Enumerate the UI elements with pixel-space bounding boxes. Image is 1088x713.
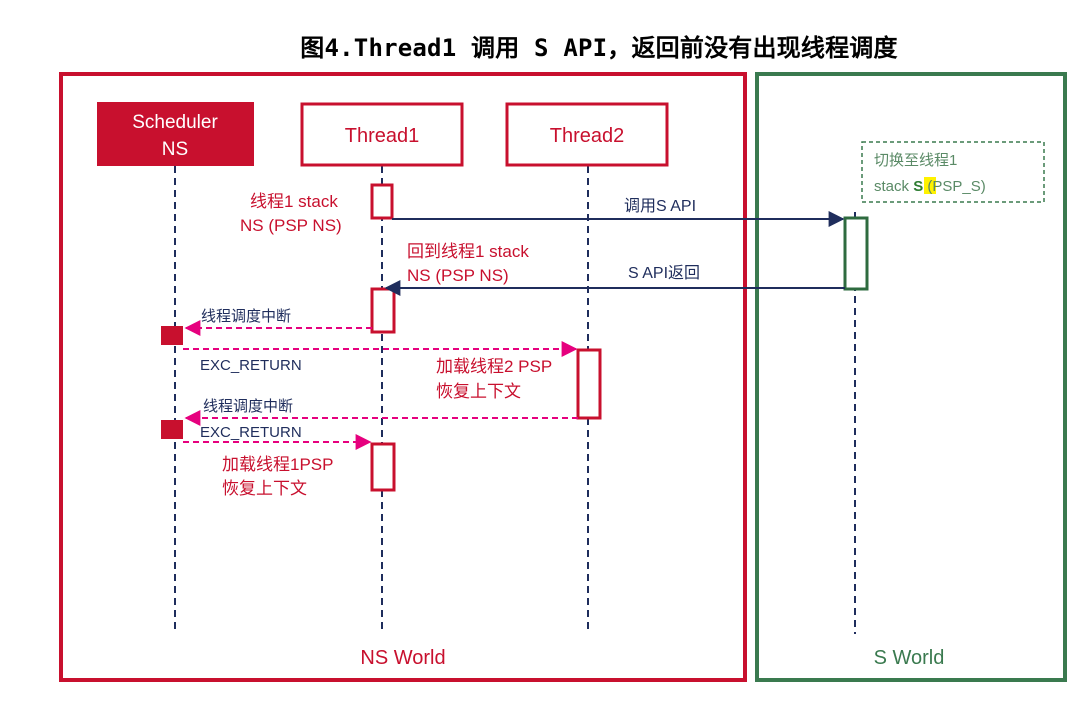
scheduler-label-line1: Scheduler [132,112,218,133]
s-world-frame [755,72,1067,682]
s-highlight [924,177,936,194]
call-s-api-label: 调用S API [624,197,696,215]
scheduler-label-line2: NS [162,139,188,160]
s-note-line1: 切换至线程1 [874,152,957,169]
back-t1-line2: NS (PSP NS) [407,266,509,285]
exc-return-label-1: EXC_RETURN [200,357,302,374]
scheduler-box [97,102,254,166]
thread2-label: Thread2 [550,125,625,147]
scheduler-activation-1 [161,326,183,345]
ns-world-label: NS World [360,647,445,669]
t1-stack-line2: NS (PSP NS) [240,216,342,235]
sched-irq-label-1: 线程调度中断 [201,308,291,325]
load-t2-line2: 恢复上下文 [436,382,521,401]
s-world-label: S World [874,647,945,669]
sched-irq-label-2: 线程调度中断 [203,398,293,415]
thread1-label: Thread1 [345,125,420,147]
thread1-activation-3 [370,442,396,492]
t1-stack-line1: 线程1 stack [250,192,338,211]
ns-world-frame [59,72,747,682]
thread2-box [505,102,669,167]
load-t1-line1: 加载线程1PSP [222,455,333,474]
thread1-box [300,102,464,167]
figure-title: 图4.Thread1 调用 S API，返回前没有出现线程调度 [300,34,898,62]
back-t1-line1: 回到线程1 stack [407,242,529,261]
load-t2-line1: 加载线程2 PSP [436,357,552,376]
scheduler-activation-2 [161,420,183,439]
thread1-activation-2 [370,287,396,334]
s-api-return-label: S API返回 [628,264,700,282]
s-note-line2: stack S (PSP_S) [874,178,986,195]
thread2-activation [576,348,602,420]
s-activation [843,216,869,291]
thread1-activation-1 [370,183,394,220]
exc-return-label-2: EXC_RETURN [200,424,302,441]
s-note-box [861,141,1045,203]
load-t1-line2: 恢复上下文 [222,479,307,498]
